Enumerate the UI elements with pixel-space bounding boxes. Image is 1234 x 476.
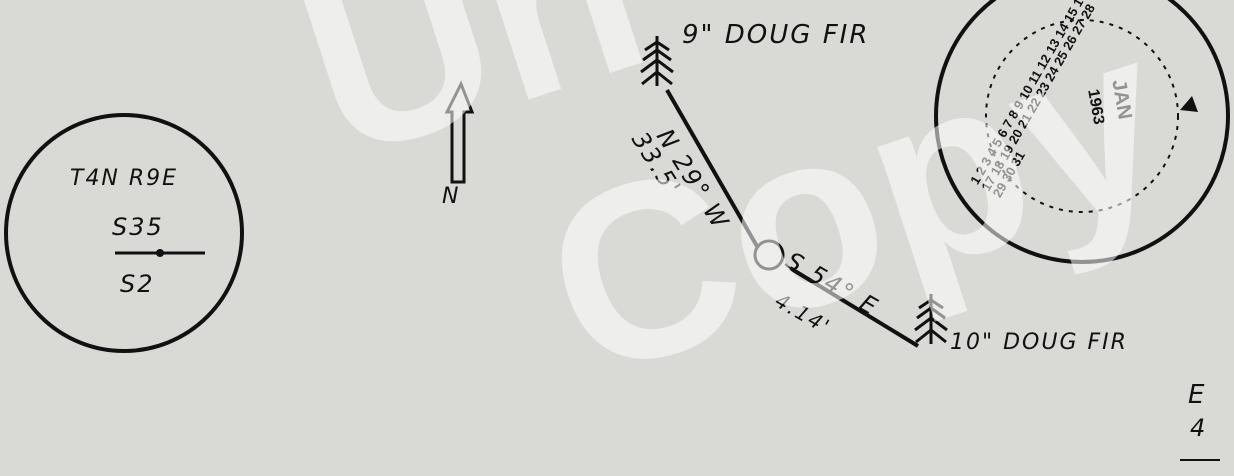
stamp-inner-ring [985, 19, 1179, 213]
tie-line-se [788, 266, 920, 348]
stamp-outer-ring [934, 0, 1230, 264]
north-arrow-icon [444, 80, 475, 184]
tree-icon [640, 36, 674, 86]
township-range-label: T4N R9E [70, 166, 179, 191]
section-top-label: S35 [112, 213, 164, 241]
section-bottom-label: S2 [120, 270, 155, 298]
section-corner-dot [156, 249, 164, 257]
corner-mark-number: 4 [1190, 414, 1208, 442]
north-label: N [442, 184, 461, 209]
corner-mark-letter: E [1188, 380, 1207, 410]
stamp-pointer-icon [1180, 96, 1198, 112]
tree1-species: 9" DOUG FIR [682, 20, 870, 50]
tie-line-nw [665, 89, 760, 249]
corner-monument-circle [753, 239, 785, 271]
tree-icon [914, 294, 948, 344]
section-circle [4, 113, 244, 353]
tree2-species: 10" DOUG FIR [950, 330, 1128, 355]
